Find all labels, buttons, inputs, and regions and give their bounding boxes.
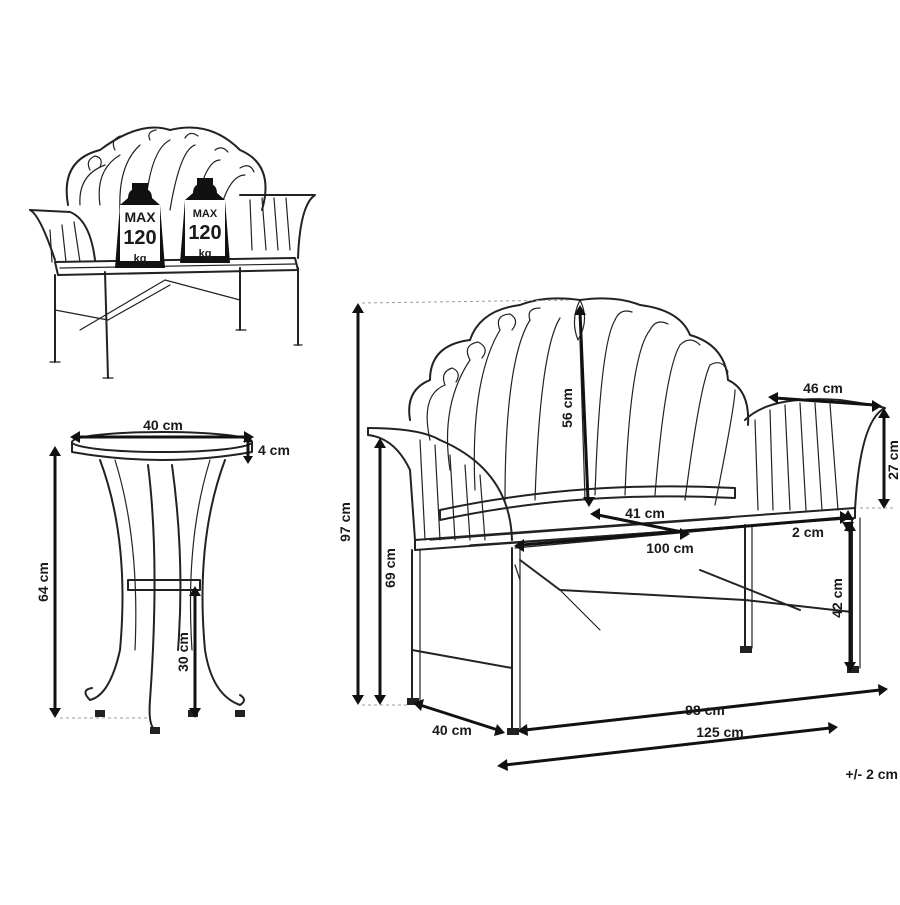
weight-unit: kg [199, 248, 212, 260]
bench-depth-label: 40 cm [432, 722, 472, 738]
small-bench-illustration: MAX 120 kg MAX 120 kg [29, 126, 316, 379]
table-lower-height-label: 30 cm [175, 632, 191, 672]
bench-seat-depth-label: 41 cm [625, 505, 665, 521]
bench-arm-rise-label: 27 cm [885, 440, 900, 480]
weight-value: 120 [123, 227, 156, 249]
table-thickness-label: 4 cm [258, 442, 290, 458]
bench-arm-height-label: 69 cm [382, 548, 398, 588]
bench-seat-height-label: 42 cm [829, 578, 845, 618]
table-top-diameter-label: 40 cm [143, 417, 183, 433]
weight-icon: MAX 120 kg [115, 183, 165, 268]
weight-icon: MAX 120 kg [180, 178, 230, 263]
bench-total-height-label: 97 cm [337, 502, 353, 542]
table-illustration [71, 431, 253, 734]
weight-label: MAX [193, 208, 218, 220]
bench-seat-thickness-label: 2 cm [792, 524, 824, 540]
tolerance-note: +/- 2 cm [845, 766, 898, 782]
bench-dimensions: 97 cm 69 cm 56 cm 46 cm 27 cm 41 cm 2 cm… [337, 299, 900, 771]
bench-seat-width-label: 100 cm [646, 540, 693, 556]
bench-back-height-label: 56 cm [559, 388, 575, 428]
weight-label: MAX [124, 209, 156, 225]
bench-arm-depth-label: 46 cm [803, 380, 843, 396]
bench-leg-span-label: 98 cm [685, 702, 725, 718]
bench-total-width-label: 125 cm [696, 724, 743, 740]
weight-value: 120 [188, 222, 221, 244]
weight-unit: kg [134, 253, 147, 265]
table-height-label: 64 cm [35, 562, 51, 602]
table-dimensions: 40 cm 4 cm 64 cm 30 cm [35, 417, 290, 719]
